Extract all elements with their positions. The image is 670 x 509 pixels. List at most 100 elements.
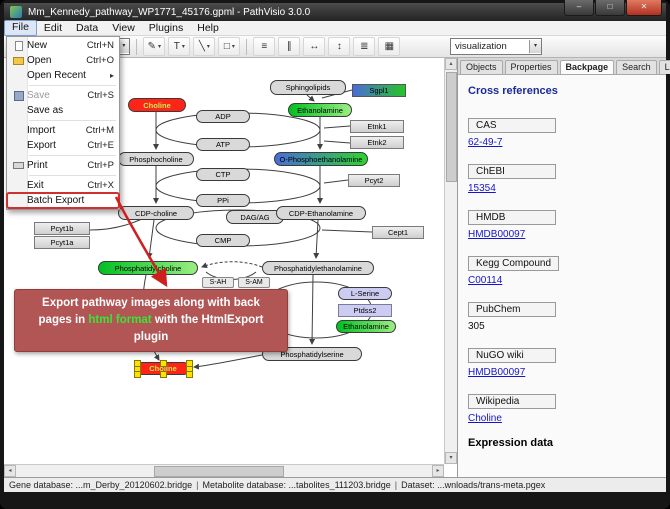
shape-button[interactable]: □▾ bbox=[218, 37, 241, 56]
node-sphingolipids[interactable]: Sphingolipids bbox=[270, 80, 346, 95]
menu-plugins[interactable]: Plugins bbox=[148, 22, 184, 34]
crossref-database-name: CAS bbox=[468, 118, 556, 133]
node-ptdss2[interactable]: Ptdss2 bbox=[338, 304, 392, 317]
close-button[interactable]: ✕ bbox=[626, 0, 662, 16]
line-button[interactable]: ╲▾ bbox=[193, 37, 216, 56]
stack-vertical-button[interactable]: ≣ bbox=[353, 37, 376, 56]
node-atp[interactable]: ATP bbox=[196, 138, 250, 151]
node-ethanolamine[interactable]: Ethanolamine bbox=[288, 103, 352, 117]
node-ethanolamine-2[interactable]: Ethanolamine bbox=[336, 320, 396, 333]
stack-horizontal-button[interactable]: ▦ bbox=[378, 37, 401, 56]
crossref-database-name: HMDB bbox=[468, 210, 556, 225]
node-choline[interactable]: Choline bbox=[128, 98, 186, 112]
crossref-link[interactable]: Choline bbox=[468, 413, 502, 424]
menu-item-label: Import bbox=[27, 125, 56, 136]
selection-handle[interactable] bbox=[160, 371, 167, 378]
chevron-down-icon: ▾ bbox=[158, 44, 162, 50]
submenu-arrow-icon: ▸ bbox=[109, 71, 114, 80]
node-cdp-choline[interactable]: CDP-choline bbox=[118, 206, 194, 220]
selection-handle[interactable] bbox=[160, 360, 167, 367]
common-height-icon: ↕ bbox=[336, 41, 342, 52]
datanode-button[interactable]: ✎▾ bbox=[143, 37, 166, 56]
menu-help[interactable]: Help bbox=[197, 22, 219, 34]
title-bar[interactable]: Mm_Kennedy_pathway_WP1771_45176.gpml - P… bbox=[4, 3, 666, 21]
scroll-up-button[interactable]: ▴ bbox=[445, 58, 457, 70]
maximize-button[interactable]: □ bbox=[595, 0, 625, 16]
menu-view[interactable]: View bbox=[112, 22, 135, 34]
tab-search[interactable]: Search bbox=[616, 60, 657, 74]
node-ctp[interactable]: CTP bbox=[196, 168, 250, 181]
scroll-down-button[interactable]: ▾ bbox=[445, 452, 457, 464]
node-s-ah[interactable]: S-AH bbox=[202, 277, 234, 288]
chevron-down-icon[interactable]: ▾ bbox=[529, 40, 541, 53]
file-menu-item-save-as[interactable]: Save as bbox=[7, 103, 119, 118]
menu-data[interactable]: Data bbox=[76, 22, 99, 34]
node-pcyt1b[interactable]: Pcyt1b bbox=[34, 222, 90, 235]
crossref-link[interactable]: 15354 bbox=[468, 183, 496, 194]
scroll-right-button[interactable]: ▸ bbox=[432, 465, 444, 477]
common-height-button[interactable]: ↕ bbox=[328, 37, 351, 56]
status-separator: | bbox=[196, 480, 199, 490]
menu-separator bbox=[29, 85, 116, 86]
align-middle-button[interactable]: ∥ bbox=[278, 37, 301, 56]
scroll-left-button[interactable]: ◂ bbox=[4, 465, 16, 477]
node-phosphocholine[interactable]: Phosphocholine bbox=[118, 152, 194, 166]
label-button[interactable]: T▾ bbox=[168, 37, 191, 56]
vertical-scroll-thumb[interactable] bbox=[446, 72, 457, 182]
vertical-scrollbar[interactable]: ▴ ▾ bbox=[444, 58, 457, 464]
tab-objects[interactable]: Objects bbox=[460, 60, 503, 74]
node-cdp-ethanolamine[interactable]: CDP-Ethanolamine bbox=[276, 206, 366, 220]
node-o-phosphoethanolamine[interactable]: O-Phosphoethanolamine bbox=[274, 152, 368, 166]
crossref-link[interactable]: 62-49-7 bbox=[468, 137, 503, 148]
node-pcyt2[interactable]: Pcyt2 bbox=[348, 174, 400, 187]
file-menu-item-batch-export[interactable]: Batch Export bbox=[6, 192, 120, 209]
print-icon bbox=[13, 162, 24, 169]
menu-file[interactable]: File bbox=[4, 20, 37, 36]
node-phosphatidylethanolamine[interactable]: Phosphatidylethanolamine bbox=[262, 261, 374, 275]
menu-item-label: Open bbox=[27, 55, 52, 66]
horizontal-scroll-thumb[interactable] bbox=[154, 466, 284, 477]
node-ppi[interactable]: PPi bbox=[196, 194, 250, 207]
crossref-link[interactable]: HMDB00097 bbox=[468, 229, 526, 240]
menu-edit[interactable]: Edit bbox=[43, 22, 63, 34]
toolbar-separator bbox=[136, 38, 138, 55]
selection-handle[interactable] bbox=[186, 371, 193, 378]
tab-legend[interactable]: Legend bbox=[658, 60, 670, 74]
crossref-link[interactable]: C00114 bbox=[468, 275, 503, 286]
crossref-group-hmdb: HMDB HMDB00097 bbox=[468, 207, 656, 240]
tab-backpage[interactable]: Backpage bbox=[559, 60, 615, 74]
node-l-serine[interactable]: L-Serine bbox=[338, 287, 392, 300]
node-cept1[interactable]: Cept1 bbox=[372, 226, 424, 239]
common-width-button[interactable]: ↔ bbox=[303, 37, 326, 56]
file-menu-item-open-recent[interactable]: Open Recent▸ bbox=[7, 68, 119, 83]
node-s-am[interactable]: S-AM bbox=[238, 277, 270, 288]
crossref-database-name: Wikipedia bbox=[468, 394, 556, 409]
minimize-button[interactable]: – bbox=[564, 0, 594, 16]
align-center-button[interactable]: ≡ bbox=[253, 37, 276, 56]
crossref-link[interactable]: HMDB00097 bbox=[468, 367, 526, 378]
node-pcyt1a[interactable]: Pcyt1a bbox=[34, 236, 90, 249]
menu-separator bbox=[29, 175, 116, 176]
file-menu-item-open[interactable]: Open Ctrl+O bbox=[7, 53, 119, 68]
menu-item-shortcut: Ctrl+O bbox=[86, 55, 114, 66]
node-cmp[interactable]: CMP bbox=[196, 234, 250, 247]
node-sgpl1[interactable]: Sgpl1 bbox=[352, 84, 406, 97]
node-etnk2[interactable]: Etnk2 bbox=[350, 136, 404, 149]
tab-properties[interactable]: Properties bbox=[504, 60, 558, 74]
horizontal-scrollbar[interactable]: ◂ ▸ bbox=[4, 464, 444, 477]
selection-handle[interactable] bbox=[134, 371, 141, 378]
node-etnk1[interactable]: Etnk1 bbox=[350, 120, 404, 133]
menu-separator bbox=[29, 120, 116, 121]
node-adp[interactable]: ADP bbox=[196, 110, 250, 123]
node-phosphatidylcholine[interactable]: Phosphatidylcholine bbox=[98, 261, 198, 275]
visualization-combobox[interactable]: visualization ▾ bbox=[450, 38, 542, 55]
node-choline-2[interactable]: Choline bbox=[134, 360, 193, 378]
